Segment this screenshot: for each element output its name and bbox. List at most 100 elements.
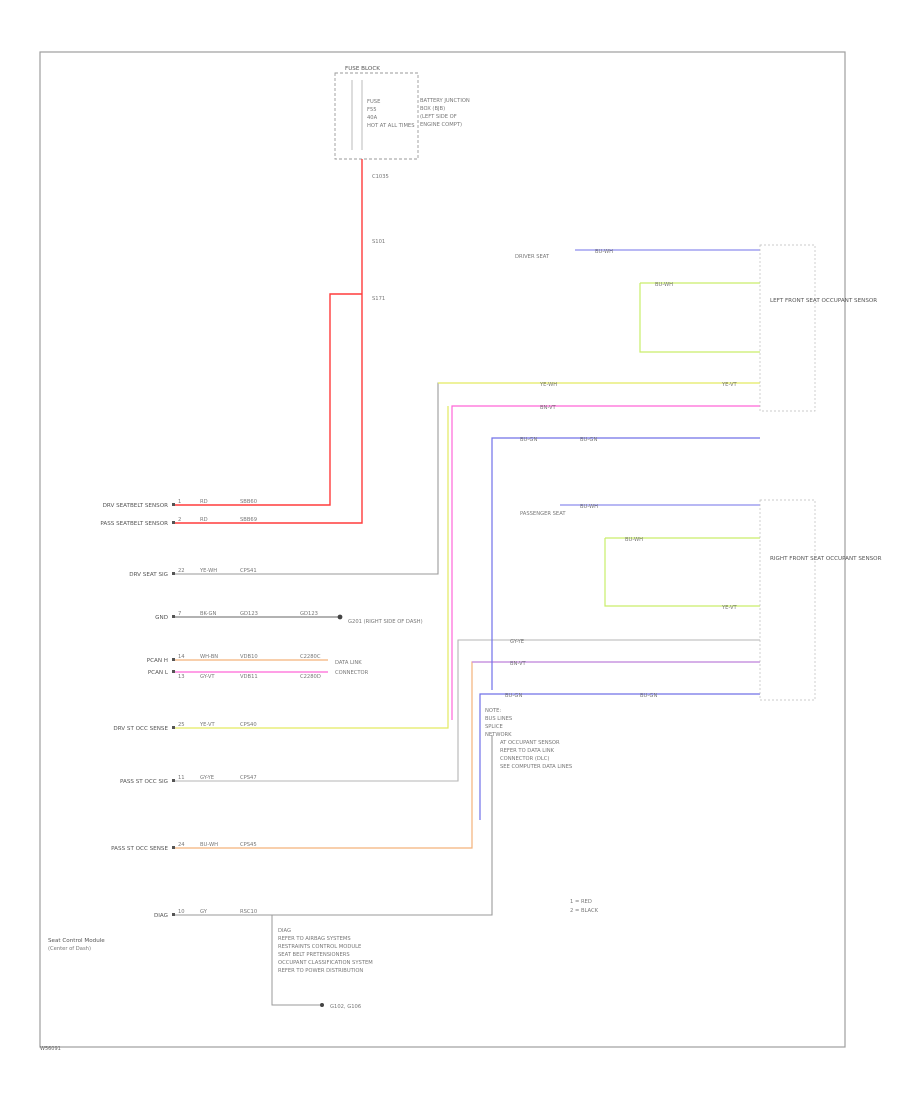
center-note-6: REFER TO DATA LINK — [500, 748, 555, 754]
bottom-note-5: OCCUPANT CLASSIFICATION SYSTEM — [278, 960, 373, 966]
center-note-4: NETWORK — [485, 732, 512, 738]
fuse-box-title: FUSE BLOCK — [345, 66, 380, 72]
footer-code: W56091 — [40, 1046, 61, 1052]
center-note-2: BUS LINES — [485, 716, 512, 722]
rf-label-4: GY-YE — [510, 639, 524, 645]
row-name-pass-occ-sig: PASS ST OCC SIG — [120, 779, 168, 785]
wire-pass-occ-sig — [175, 639, 760, 782]
bottom-note-1: DIAG — [278, 928, 291, 934]
row-pin-diag: 10 — [178, 909, 185, 915]
row-wire-pass-sbelt: RD — [200, 517, 208, 523]
center-note-5: AT OCCUPANT SENSOR — [500, 740, 560, 746]
module-name: Seat Control Module — [48, 938, 105, 944]
rf-label-6: BU-GN — [505, 693, 522, 699]
row-code-drv-seat-sig: CPS41 — [240, 568, 257, 574]
row-code-diag: RSC10 — [240, 909, 257, 915]
passenger-seat-label: PASSENGER SEAT — [520, 511, 566, 517]
row-extra-gnd: GD123 — [300, 611, 318, 617]
bottom-note-6: REFER TO POWER DISTRIBUTION — [278, 968, 363, 974]
module-pin-markers — [172, 503, 175, 916]
row-pin-pass-occ-sig: 11 — [178, 775, 185, 781]
row-code-pass-occ-sense: CPS45 — [240, 842, 257, 848]
lf-label-7: BU-GN — [580, 437, 597, 443]
right-front-seat-connector: RIGHT FRONT SEAT OCCUPANT SENSOR BU-WH B… — [505, 499, 882, 701]
fuse-desc-1: BATTERY JUNCTION — [420, 98, 470, 104]
row-wire-drv-sbelt: RD — [200, 499, 208, 505]
splice-c1035: C1035 — [372, 174, 389, 180]
module-label: Seat Control Module (Center of Dash) — [48, 938, 105, 952]
splice-labels: C1035 S101 S171 — [372, 174, 389, 302]
center-note: NOTE: BUS LINES SPLICE NETWORK AT OCCUPA… — [485, 708, 572, 770]
row-wire-pcan-l: GY-VT — [200, 674, 215, 680]
row-name-pcan-l: PCAN L — [148, 670, 169, 676]
fuse-line-4: HOT AT ALL TIMES — [367, 123, 415, 129]
rf-label-7: BU-GN — [640, 693, 657, 699]
row-name-gnd: GND — [155, 615, 168, 621]
row-extra-pcan-h: C2280C — [300, 654, 321, 660]
lf-label-3: YE-VT — [721, 382, 738, 388]
fuse-line-2: F55 — [367, 107, 377, 113]
row-wire-diag: GY — [200, 909, 208, 915]
lf-seat-title: LEFT FRONT SEAT OCCUPANT SENSOR — [770, 298, 877, 304]
row-extra-pcan-l: C2280D — [300, 674, 321, 680]
wire-diag-branch — [271, 915, 320, 1006]
row-code-pcan-h: VDB10 — [240, 654, 258, 660]
row-pin-drv-sbelt: 1 — [178, 499, 181, 505]
wire-pink-left — [451, 405, 760, 720]
bottom-note: DIAG REFER TO AIRBAG SYSTEMS RESTRAINTS … — [278, 928, 373, 1010]
bottom-note-4: SEAT BELT PRETENSIONERS — [278, 952, 350, 958]
fuse-desc-4: ENGINE COMPT) — [420, 122, 462, 128]
row-pin-drv-seat-sig: 22 — [178, 568, 185, 574]
row-note-pcan-l: CONNECTOR — [335, 670, 369, 676]
rf-label-3: YE-VT — [721, 605, 738, 611]
wire-pass-occ-sense — [175, 661, 760, 849]
row-code-drv-occ-sense: CPS40 — [240, 722, 257, 728]
row-code-drv-sbelt: SBB60 — [240, 499, 257, 505]
fuse-line-3: 40A — [367, 115, 378, 121]
row-wire-drv-seat-sig: YE-WH — [199, 568, 217, 574]
wire-drv-occ-sense — [175, 406, 449, 729]
lf-label-4: YE-WH — [539, 382, 557, 388]
wire-blue-right — [479, 693, 760, 820]
row-wire-drv-occ-sense: YE-VT — [199, 722, 216, 728]
rf-label-5: BN-VT — [510, 661, 527, 667]
diag-ground — [320, 1003, 324, 1007]
splice-s101: S101 — [372, 239, 385, 245]
rf-label-2: BU-WH — [625, 537, 643, 543]
row-name-drv-occ-sense: DRV ST OCC SENSE — [113, 726, 168, 732]
row-code-gnd: GD123 — [240, 611, 258, 617]
splice-s171: S171 — [372, 296, 385, 302]
center-note-7: CONNECTOR (DLC) — [500, 756, 549, 762]
row-note-gnd: G201 (RIGHT SIDE OF DASH) — [348, 619, 423, 625]
center-note-8: SEE COMPUTER DATA LINES — [500, 764, 572, 770]
lf-label-1: BU-WH — [595, 249, 613, 255]
row-name-drv-seat-sig: DRV SEAT SIG — [129, 572, 168, 578]
driver-seat-label: DRIVER SEAT — [515, 254, 550, 260]
legend-2: 2 = BLACK — [570, 908, 599, 914]
row-code-pcan-l: VDB11 — [240, 674, 258, 680]
wire-drv-seat-sig — [175, 382, 760, 575]
row-pin-pcan-l: 13 — [178, 674, 185, 680]
center-note-1: NOTE: — [485, 708, 501, 714]
legend: 1 = RED 2 = BLACK — [570, 899, 599, 914]
center-note-3: SPLICE — [485, 724, 503, 730]
row-wire-gnd: BK-GN — [200, 611, 216, 617]
bottom-note-3: RESTRAINTS CONTROL MODULE — [278, 944, 361, 950]
row-code-pass-sbelt: SBB69 — [240, 517, 257, 523]
row-wire-pass-occ-sig: GY-YE — [200, 775, 214, 781]
ground-note: G102, G106 — [330, 1004, 361, 1010]
row-wire-pcan-h: WH-BN — [200, 654, 218, 660]
row-pin-pass-occ-sense: 24 — [178, 842, 185, 848]
bottom-note-2: REFER TO AIRBAG SYSTEMS — [278, 936, 351, 942]
row-code-pass-occ-sig: CPS47 — [240, 775, 257, 781]
row-name-drv-sbelt: DRV SEATBELT SENSOR — [103, 503, 169, 509]
row-pin-pass-sbelt: 2 — [178, 517, 181, 523]
fuse-desc-3: (LEFT SIDE OF — [420, 114, 457, 120]
row-name-pass-sbelt: PASS SEATBELT SENSOR — [100, 521, 168, 527]
row-pin-drv-occ-sense: 25 — [178, 722, 185, 728]
row-name-diag: DIAG — [154, 913, 168, 919]
fuse-desc-2: BOX (BJB) — [420, 106, 445, 112]
legend-1: 1 = RED — [570, 899, 592, 905]
rf-label-1: BU-WH — [580, 504, 598, 510]
